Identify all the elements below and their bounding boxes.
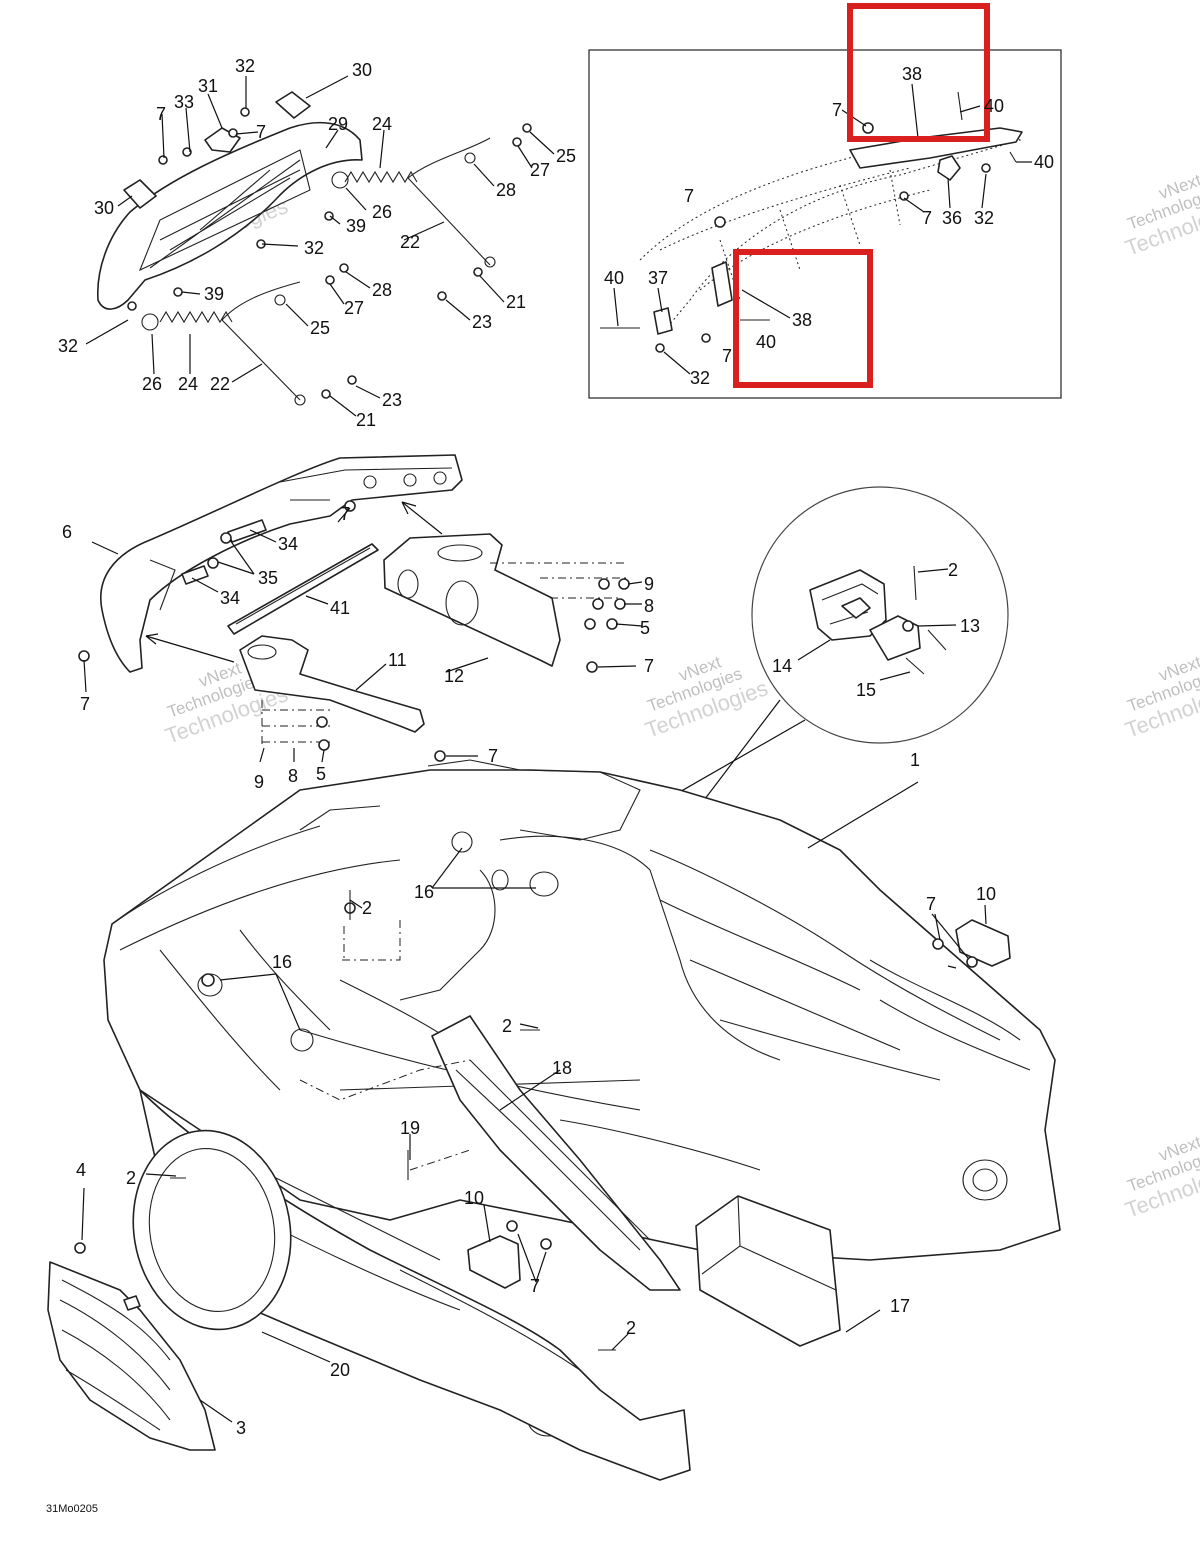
leader-lines <box>81 75 987 1423</box>
callout-30: 30 <box>352 60 372 80</box>
callout-7: 7 <box>722 346 732 366</box>
callout-7: 7 <box>684 186 694 206</box>
inset-detail-box <box>588 3 1062 399</box>
callout-2: 2 <box>502 1016 512 1036</box>
callout-9: 9 <box>254 772 264 792</box>
callout-21: 21 <box>506 292 526 312</box>
callout-16: 16 <box>272 952 292 972</box>
callout-28: 28 <box>372 280 392 300</box>
callout-37: 37 <box>648 268 668 288</box>
callout-40: 40 <box>984 96 1004 116</box>
callout-40: 40 <box>756 332 776 352</box>
callout-18: 18 <box>552 1058 572 1078</box>
callout-14: 14 <box>772 656 792 676</box>
rear-frame-assembly <box>78 454 630 762</box>
callout-30: 30 <box>94 198 114 218</box>
callout-31: 31 <box>198 76 218 96</box>
callout-15: 15 <box>856 680 876 700</box>
callout-20: 20 <box>330 1360 350 1380</box>
callout-3: 3 <box>236 1418 246 1438</box>
callout-23: 23 <box>472 312 492 332</box>
callout-39: 39 <box>346 216 366 236</box>
callout-35: 35 <box>258 568 278 588</box>
callout-7: 7 <box>340 504 350 524</box>
callout-7: 7 <box>256 122 266 142</box>
callout-26: 26 <box>142 374 162 394</box>
callout-9: 9 <box>644 574 654 594</box>
callout-16: 16 <box>414 882 434 902</box>
callout-7: 7 <box>530 1276 540 1296</box>
callout-8: 8 <box>288 766 298 786</box>
callout-27: 27 <box>530 160 550 180</box>
callout-40: 40 <box>1034 152 1054 172</box>
callout-19: 19 <box>400 1118 420 1138</box>
callout-32: 32 <box>235 56 255 76</box>
callout-26: 26 <box>372 202 392 222</box>
callout-32: 32 <box>58 336 78 356</box>
callout-24: 24 <box>372 114 392 134</box>
callout-1: 1 <box>910 750 920 770</box>
callout-10: 10 <box>976 884 996 904</box>
callout-41: 41 <box>330 598 350 618</box>
callout-38: 38 <box>902 64 922 84</box>
callout-7: 7 <box>80 694 90 714</box>
callout-4: 4 <box>76 1160 86 1180</box>
callout-12: 12 <box>444 666 464 686</box>
callout-8: 8 <box>644 596 654 616</box>
callout-22: 22 <box>400 232 420 252</box>
diagram-code: 31Mo0205 <box>46 1503 98 1515</box>
callout-2: 2 <box>126 1168 136 1188</box>
highlight-box <box>847 3 990 142</box>
callout-7: 7 <box>488 746 498 766</box>
callout-39: 39 <box>204 284 224 304</box>
callout-2: 2 <box>626 1318 636 1338</box>
callout-33: 33 <box>174 92 194 112</box>
callout-25: 25 <box>556 146 576 166</box>
callout-29: 29 <box>328 114 348 134</box>
callout-17: 17 <box>890 1296 910 1316</box>
callout-38: 38 <box>792 310 812 330</box>
callout-7: 7 <box>922 208 932 228</box>
main-chassis <box>47 759 1061 1481</box>
callout-32: 32 <box>974 208 994 228</box>
callout-23: 23 <box>382 390 402 410</box>
callout-40: 40 <box>604 268 624 288</box>
callout-2: 2 <box>948 560 958 580</box>
callout-32: 32 <box>304 238 324 258</box>
callout-11: 11 <box>388 650 407 670</box>
callout-2: 2 <box>362 898 372 918</box>
callout-7: 7 <box>926 894 936 914</box>
callout-24: 24 <box>178 374 198 394</box>
callout-7: 7 <box>832 100 842 120</box>
callout-28: 28 <box>496 180 516 200</box>
callout-6: 6 <box>62 522 72 542</box>
callout-22: 22 <box>210 374 230 394</box>
callout-34: 34 <box>278 534 298 554</box>
callout-5: 5 <box>640 618 650 638</box>
callout-27: 27 <box>344 298 364 318</box>
rear-bumper-assembly <box>97 91 532 406</box>
callout-34: 34 <box>220 588 240 608</box>
highlight-box <box>733 249 873 388</box>
callout-labels: 32 33 31 7 7 30 29 24 25 27 28 26 30 39 … <box>46 56 1054 1515</box>
callout-10: 10 <box>464 1188 484 1208</box>
callout-5: 5 <box>316 764 326 784</box>
callout-13: 13 <box>960 616 980 636</box>
callout-32: 32 <box>690 368 710 388</box>
callout-36: 36 <box>942 208 962 228</box>
callout-21: 21 <box>356 410 376 430</box>
callout-7: 7 <box>156 104 166 124</box>
callout-25: 25 <box>310 318 330 338</box>
callout-7: 7 <box>644 656 654 676</box>
